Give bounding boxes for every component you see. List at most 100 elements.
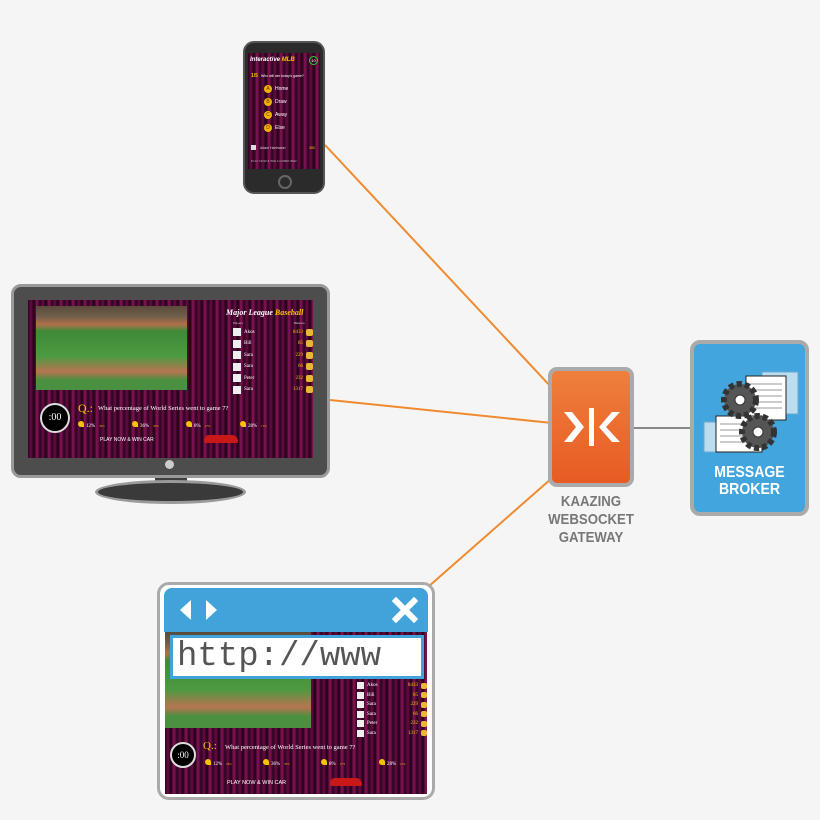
pie-icon — [263, 759, 269, 765]
play-now-banner[interactable]: PLAY NOW & WIN CAR — [100, 437, 154, 443]
label-line: KAAZING — [560, 493, 622, 510]
question-label: Q.: — [203, 740, 217, 752]
option-share: 17% — [339, 762, 346, 766]
baseball-video — [36, 306, 187, 390]
balance-header: Balance — [294, 321, 305, 325]
question-text: Who will win today's game? — [260, 74, 304, 78]
broker-label: MESSAGE BROKER — [701, 464, 799, 498]
title-highlight: Baseball — [274, 308, 304, 317]
question-text: What percentage of World Series went to … — [225, 744, 356, 751]
pie-icon — [240, 421, 246, 427]
answer-option[interactable]: 8%17% — [186, 421, 210, 429]
player-name: Akos — [367, 683, 378, 688]
countdown-timer: :00 — [170, 742, 196, 768]
chevron-right-icon[interactable] — [206, 600, 217, 620]
label-line: WEBSOCKET — [548, 511, 634, 528]
browser-gateway-connector — [427, 477, 553, 588]
car-image — [204, 435, 238, 443]
pie-icon — [205, 759, 211, 765]
car-image — [330, 778, 362, 786]
television-client: Major League Baseball Players Balance Ak… — [11, 284, 330, 478]
option-value: 12% — [86, 424, 96, 429]
option-share: 33% — [284, 762, 290, 766]
player-score: 85 — [298, 341, 303, 346]
tv-screen: Major League Baseball Players Balance Ak… — [28, 300, 313, 458]
avatar — [357, 720, 364, 727]
tv-stand-base — [95, 480, 246, 504]
players-header: Players — [233, 321, 244, 325]
play-now-banner[interactable]: PLAY NOW & WIN CAR — [227, 780, 287, 786]
coin-icon — [421, 692, 427, 698]
answer-key: D — [264, 124, 272, 132]
pie-icon — [132, 421, 138, 427]
answer-option[interactable]: 28%17% — [240, 421, 267, 429]
home-button[interactable] — [278, 175, 292, 189]
answer-label: Home — [275, 86, 289, 92]
answer-option[interactable]: 36%33% — [263, 759, 290, 767]
coin-icon — [306, 328, 313, 336]
option-value: 28% — [387, 762, 397, 767]
avatar — [357, 710, 364, 718]
phone-footer: PLAY NOW & WIN A COMPUTER — [251, 159, 297, 163]
answer-option[interactable]: 12%33% — [205, 759, 232, 767]
player-score: 8433 — [293, 329, 303, 335]
gears-documents-icon — [703, 371, 799, 453]
option-value: 36% — [140, 424, 150, 429]
player-score: 66 — [413, 711, 418, 717]
message-broker-node: MESSAGE BROKER — [690, 340, 809, 516]
avatar — [233, 362, 241, 371]
title-part: Interactive — [250, 57, 281, 63]
player-score: 66 — [298, 364, 303, 369]
label-line: GATEWAY — [558, 529, 624, 546]
question-text: What percentage of World Series went to … — [98, 405, 229, 412]
phone-app-title: Interactive MLB — [250, 57, 295, 63]
gateway-label: KAAZING WEBSOCKET GATEWAY — [546, 493, 636, 547]
coin-icon — [306, 351, 313, 359]
answer-option[interactable]: 8%17% — [321, 759, 345, 767]
question-label: Q.: — [78, 401, 93, 415]
player-score: 1317 — [293, 387, 303, 392]
avatar — [357, 682, 364, 689]
player-name: Sara — [367, 702, 376, 707]
avatar — [233, 385, 241, 394]
coin-icon — [421, 720, 427, 727]
answer-option[interactable]: 12%33% — [78, 421, 105, 429]
answer-option[interactable]: 28%17% — [379, 759, 406, 767]
url-bar[interactable]: http://www — [170, 635, 424, 679]
player-name: Bill — [367, 692, 375, 698]
option-value: 8% — [329, 762, 336, 767]
answer-option[interactable]: 36%33% — [132, 421, 159, 429]
coin-icon — [306, 363, 313, 370]
close-icon[interactable] — [392, 597, 418, 623]
avatar — [357, 691, 364, 699]
player-name: Sara — [367, 730, 376, 736]
option-share: 33% — [153, 424, 159, 428]
answer-key: A — [264, 85, 272, 93]
coin-icon — [306, 386, 313, 393]
tv-power-led — [165, 460, 174, 469]
chevron-left-icon[interactable] — [180, 600, 191, 620]
user-score: 360 — [309, 145, 315, 150]
player-score: 232 — [410, 721, 419, 726]
title-part: Major League — [226, 308, 273, 317]
option-value: 12% — [213, 762, 223, 767]
option-share: 33% — [99, 424, 105, 428]
option-share: 17% — [261, 424, 267, 428]
phone-gateway-connector — [324, 144, 553, 389]
avatar — [357, 729, 364, 737]
